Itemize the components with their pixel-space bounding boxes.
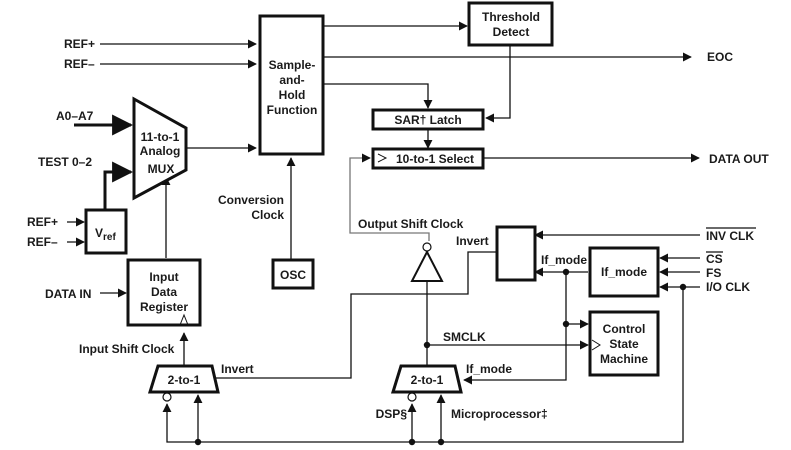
clock-edge-icon xyxy=(179,313,189,326)
if-mode-block xyxy=(588,246,660,298)
control-label-1: Control xyxy=(603,322,646,336)
sar-latch-label: SAR† Latch xyxy=(394,113,461,127)
osc-block xyxy=(271,258,315,290)
threshold-label-1: Threshold xyxy=(482,10,540,24)
select-block xyxy=(371,147,485,170)
junction-dot xyxy=(194,438,202,446)
smclk-label: SMCLK xyxy=(443,330,486,344)
input-test: TEST 0–2 xyxy=(38,155,92,169)
junction-dots xyxy=(194,268,687,446)
vref-label: Vref xyxy=(95,226,116,243)
vref-main: V xyxy=(95,226,103,240)
mux-label-1: 11-to-1 xyxy=(141,130,180,144)
input-data-in: DATA IN xyxy=(45,287,91,301)
input-ref-plus-top: REF+ xyxy=(64,37,95,51)
mux2-left-label: 2-to-1 xyxy=(168,373,201,387)
mux-label-3: MUX xyxy=(148,162,175,176)
output-eoc: EOC xyxy=(707,50,733,64)
input-data-register-block xyxy=(126,258,202,327)
junction-dot xyxy=(437,438,445,446)
threshold-label-2: Detect xyxy=(493,25,530,39)
clock-edge-icon xyxy=(591,339,601,351)
sample-hold-block xyxy=(258,14,325,156)
inversion-bubble xyxy=(422,242,432,252)
control-label-3: Machine xyxy=(600,352,648,366)
dsp-label: DSP§ xyxy=(376,407,408,421)
microprocessor-label: Microprocessor‡ xyxy=(451,407,548,421)
junction-dot xyxy=(408,438,416,446)
sample-hold-label-4: Function xyxy=(267,103,318,117)
vref-block xyxy=(84,208,128,255)
conversion-clock-label-1: Conversion xyxy=(218,193,284,207)
mux2-left-block xyxy=(147,364,220,394)
control-state-machine-block xyxy=(588,310,660,377)
input-a0-a7: A0–A7 xyxy=(56,109,94,123)
osc-label: OSC xyxy=(280,268,306,282)
junction-dot xyxy=(679,283,687,291)
select-label: 10-to-1 Select xyxy=(396,152,474,166)
if-mode-bottom-label: If_mode xyxy=(466,362,512,376)
mux-label-2: Analog xyxy=(140,144,181,158)
sample-hold-label-1: Sample- xyxy=(269,58,316,72)
output-shift-clock-label: Output Shift Clock xyxy=(358,217,464,231)
vref-sub: ref xyxy=(103,232,116,243)
mux2-right-label: 2-to-1 xyxy=(411,373,444,387)
wire-io-clk-bus xyxy=(162,287,684,443)
input-io-clk: I/O CLK xyxy=(706,280,750,294)
control-label-2: State xyxy=(609,337,639,351)
input-ref-minus-top: REF– xyxy=(64,57,95,71)
input-shift-clock-label: Input Shift Clock xyxy=(79,342,175,356)
wire-sh-sar xyxy=(323,83,433,109)
junction-dot xyxy=(562,268,570,276)
sar-latch-block xyxy=(371,108,485,131)
input-ref-minus-vref: REF– xyxy=(27,235,58,249)
register-label-2: Data xyxy=(151,285,177,299)
register-label-3: Register xyxy=(140,300,188,314)
wire-vref-mux xyxy=(103,161,134,210)
inversion-bubble xyxy=(162,392,172,402)
register-label-1: Input xyxy=(149,270,178,284)
input-ref-plus-vref: REF+ xyxy=(27,215,58,229)
if-mode-block-label: If_mode xyxy=(601,265,647,279)
wire-output-shift-clock xyxy=(349,153,430,241)
if-mode-wire-label: If_mode xyxy=(541,253,587,267)
input-cs: CS xyxy=(706,252,723,266)
output-data-out: DATA OUT xyxy=(709,152,769,166)
mux2-right-block xyxy=(390,364,463,394)
junction-dot xyxy=(423,341,431,349)
sample-hold-label-3: Hold xyxy=(279,88,306,102)
input-inv-clk: INV CLK xyxy=(706,229,754,243)
analog-mux-block xyxy=(132,96,188,201)
junction-dot xyxy=(562,320,570,328)
sample-hold-label-2: and- xyxy=(279,73,304,87)
threshold-detect-block xyxy=(467,1,554,47)
conversion-clock-label-2: Clock xyxy=(251,208,284,222)
wire-invert-mux2-left xyxy=(203,251,497,383)
input-fs: FS xyxy=(706,266,721,280)
invert-bottom-label: Invert xyxy=(221,362,254,376)
wire-ifmode-mux2 xyxy=(463,272,567,385)
invert-top-label: Invert xyxy=(456,234,489,248)
inversion-bubble xyxy=(407,392,417,402)
invert-block xyxy=(495,225,537,282)
clock-edge-icon xyxy=(377,153,388,163)
wires xyxy=(67,21,700,443)
wire-threshold-sar xyxy=(485,46,511,123)
clock-buffer-icon xyxy=(410,249,444,282)
